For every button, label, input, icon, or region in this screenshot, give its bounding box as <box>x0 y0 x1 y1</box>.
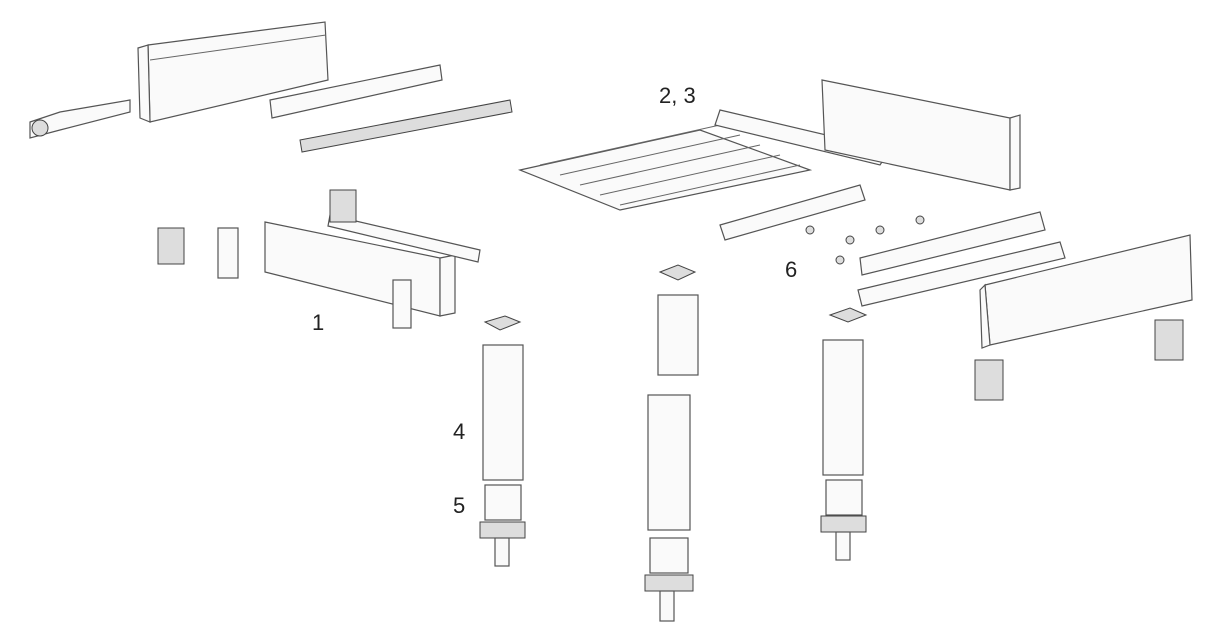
corner-brackets <box>157 189 1184 401</box>
callout-frame-beam: 1 <box>312 310 325 335</box>
beam-front-left <box>217 214 481 329</box>
beam-front-right <box>979 234 1193 349</box>
motor-unit <box>29 99 131 139</box>
louver-hardware <box>719 184 925 265</box>
callout-louvers: 2, 3 <box>659 83 696 108</box>
beam-back-left <box>137 21 329 123</box>
right-gutter-rails <box>857 211 1066 307</box>
callout-louver-hardware: 6 <box>785 257 798 282</box>
beam-back-right <box>821 79 1021 191</box>
callout-post: 4 <box>453 419 466 444</box>
drive-rail <box>269 64 513 153</box>
callout-post-base: 5 <box>453 493 466 518</box>
post-center <box>644 264 699 622</box>
post-right <box>820 307 868 561</box>
post-left <box>479 315 526 567</box>
